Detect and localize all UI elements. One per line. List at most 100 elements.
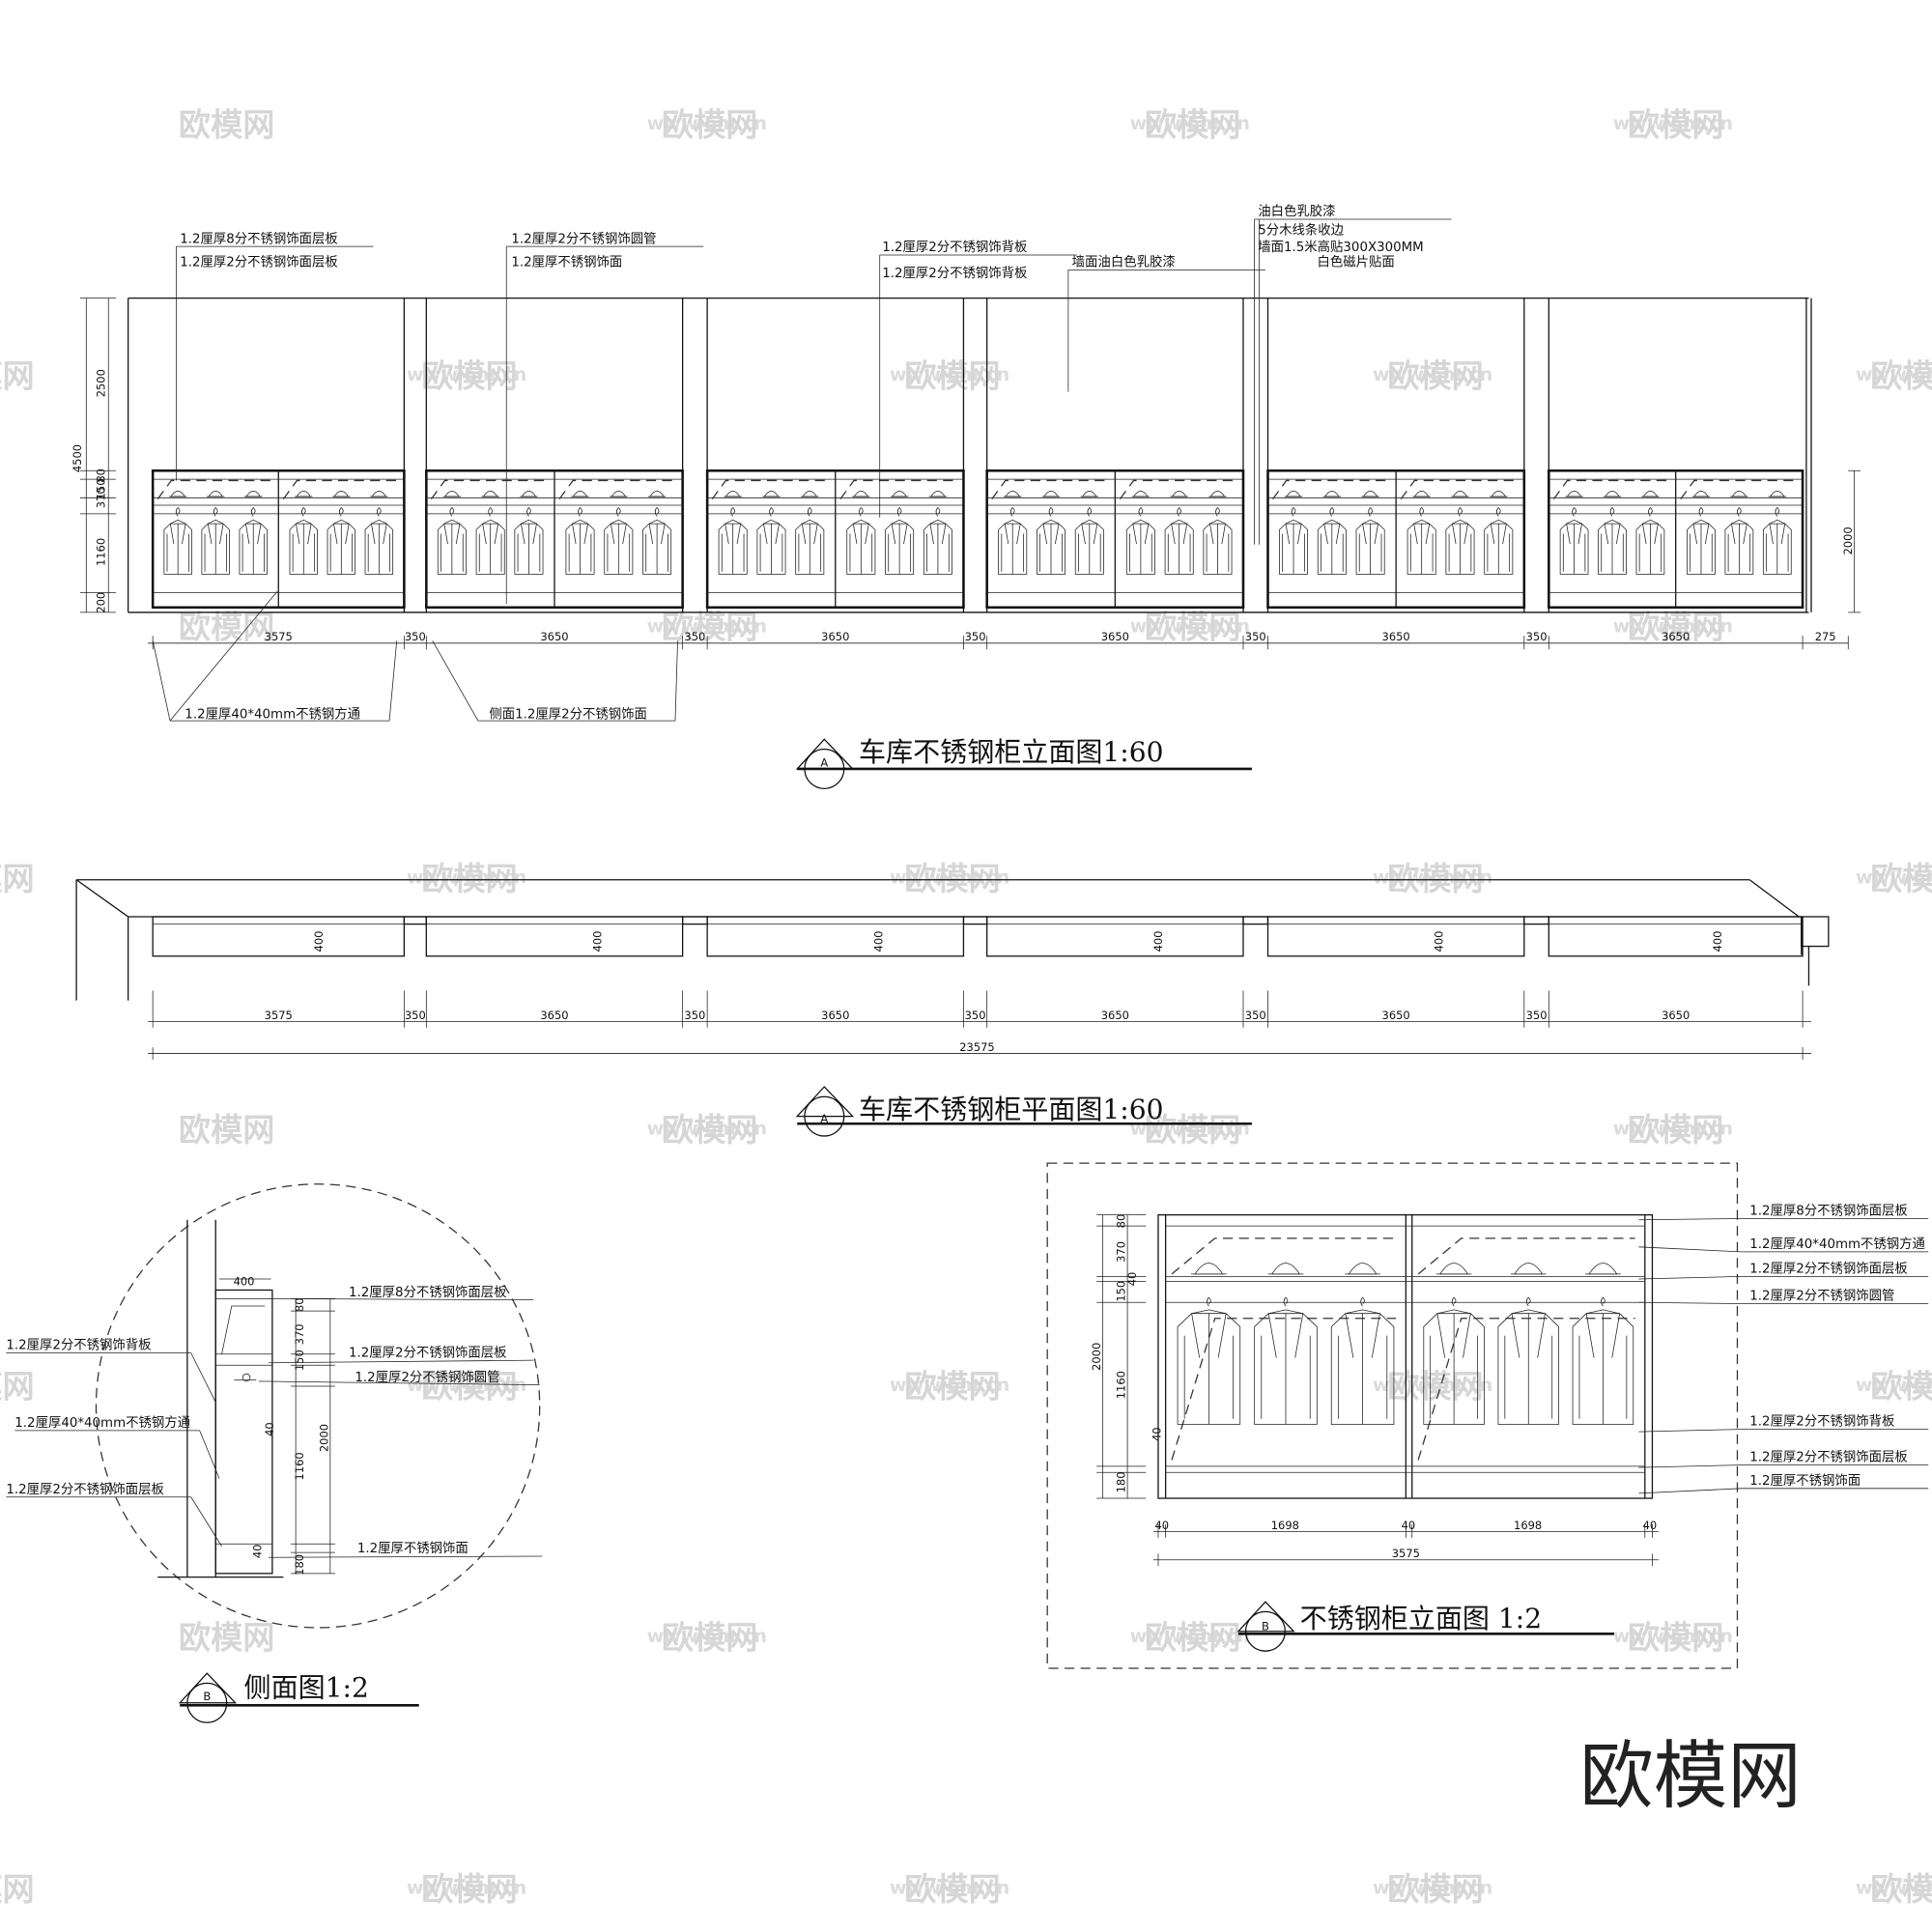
watermark-text: 欧模网 <box>1387 860 1483 897</box>
dimension-total: 23575 <box>959 1040 994 1054</box>
watermark-text: 欧模网 <box>179 609 274 646</box>
dimension-label: 40 <box>250 1545 264 1559</box>
section-marker <box>804 1095 845 1137</box>
drawing-title: 车库不锈钢柜立面图1:60 <box>859 736 1163 768</box>
hat-icon <box>571 491 589 497</box>
watermark-text: 欧模网 <box>1387 1870 1483 1908</box>
watermark-text: 欧模网 <box>904 1367 1000 1405</box>
coat-icon <box>1317 506 1347 575</box>
dimension-label: 350 <box>965 630 986 643</box>
coat-icon <box>885 506 915 575</box>
callout-note: 5分木线条收边 <box>1258 221 1344 238</box>
watermark-text: 欧模网 <box>1145 609 1240 646</box>
watermark-text: 欧模网 <box>662 1619 757 1657</box>
watermark-url: www.om.cn <box>1373 867 1492 889</box>
coat-icon <box>1203 506 1233 575</box>
watermark-url: www.om.cn <box>1130 112 1250 134</box>
watermark-text: 欧模网 <box>662 609 757 646</box>
dimension-label: 400 <box>871 931 885 952</box>
watermark-url: www.om.cn <box>1856 1374 1932 1396</box>
callout-note: 1.2厘厚8分不锈钢饰面层板 <box>1749 1204 1908 1219</box>
dimension-label: 400 <box>1433 931 1446 952</box>
hat-icon <box>1730 491 1748 497</box>
dimension-label: 3650 <box>1382 630 1410 643</box>
dimension-label: 3650 <box>1662 630 1690 643</box>
hat-icon <box>1267 1263 1304 1275</box>
watermark-url: www.om.cn <box>890 1374 1009 1396</box>
coat-icon <box>1484 506 1514 575</box>
drawing-title: 不锈钢柜立面图 1:2 <box>1300 1603 1542 1634</box>
dimension-label: 275 <box>1815 630 1836 643</box>
marker-letter: A <box>820 1112 828 1125</box>
hat-icon <box>1041 491 1061 497</box>
dimension-label: 350 <box>405 630 426 643</box>
callout-note: 1.2厘厚不锈钢饰面 <box>511 255 622 270</box>
hat-icon <box>481 491 499 497</box>
hat-icon <box>1565 491 1583 497</box>
callout-note: 墙面1.5米高贴300X300MM <box>1258 239 1423 255</box>
coat-icon <box>1125 506 1155 575</box>
callout-note: 墙面油白色乳胶漆 <box>1072 254 1176 270</box>
coat-icon <box>1572 1296 1634 1425</box>
hat-icon <box>1208 491 1227 497</box>
coat-icon <box>795 506 825 575</box>
hat-icon <box>890 491 909 497</box>
dimension-label: 370 <box>293 1323 306 1345</box>
watermark-text: 欧模网 <box>179 1619 274 1657</box>
watermark-text: 欧模网 <box>904 357 1000 395</box>
hat-icon <box>852 491 870 497</box>
watermark-url: www.om.cn <box>1856 363 1932 385</box>
watermark-text: 欧模网 <box>179 1111 274 1149</box>
callout-note: 1.2厘厚不锈钢饰面 <box>357 1541 469 1556</box>
hat-icon <box>1080 491 1098 497</box>
coat-icon <box>998 506 1028 575</box>
coat-icon <box>756 506 786 575</box>
callout-note: 1.2厘厚2分不锈钢饰面层板 <box>6 1482 164 1497</box>
callout-note: 1.2厘厚2分不锈钢饰背板 <box>1749 1414 1894 1430</box>
coat-icon <box>642 506 672 575</box>
watermark-text: 欧模网 <box>1628 1619 1723 1657</box>
coat-icon <box>1279 506 1309 575</box>
dimension-label: 2000 <box>1841 526 1855 554</box>
callout-note: 1.2厘厚2分不锈钢饰背板 <box>6 1338 151 1353</box>
coat-icon <box>289 506 318 575</box>
dimension-label: 400 <box>590 931 604 952</box>
watermark-url: www.om.cn <box>407 867 526 889</box>
section-marker <box>186 1682 228 1723</box>
coat-icon <box>475 506 505 575</box>
callout-note: 1.2厘厚8分不锈钢饰面层板 <box>349 1285 507 1300</box>
dimension-label: 40 <box>263 1422 276 1436</box>
coat-icon <box>1355 506 1385 575</box>
hat-icon <box>724 491 742 497</box>
dimension-label: 400 <box>1151 931 1165 952</box>
coat-icon <box>1497 1296 1559 1425</box>
dimension-label: 150 <box>94 478 107 499</box>
callout-note: 1.2厘厚40*40mm不锈钢方通 <box>185 707 360 723</box>
hat-icon <box>370 491 388 497</box>
hat-icon <box>1641 491 1660 497</box>
watermark-text: 欧模网 <box>421 1367 517 1405</box>
coat-icon <box>1559 506 1589 575</box>
hat-icon <box>1585 1263 1621 1275</box>
callout-note: 1.2厘厚2分不锈钢饰面层板 <box>1749 1262 1908 1277</box>
watermark-url: www.om.cn <box>890 867 1009 889</box>
watermark-url: www.om.cn <box>890 363 1009 385</box>
dimension-label: 350 <box>684 630 705 643</box>
dimension-label: 4500 <box>71 444 84 472</box>
dimension-label: 3575 <box>265 630 293 643</box>
watermark-text: 欧模网 <box>1145 105 1240 143</box>
coat-icon <box>1635 506 1665 575</box>
dimension-label: 40 <box>1125 1272 1139 1287</box>
coat-icon <box>1330 1296 1395 1425</box>
watermark-url: www.om.cn <box>1613 112 1733 134</box>
plan-cabinet: 400 <box>1266 916 1525 957</box>
watermark-text: 欧模网 <box>0 357 35 395</box>
dimension-label: 3650 <box>1382 1009 1410 1022</box>
hat-icon <box>244 491 263 497</box>
dimension-label: 180 <box>293 1554 306 1576</box>
hat-icon <box>1691 491 1711 497</box>
watermark-url: www.om.cn <box>407 1374 526 1396</box>
watermark-text: 欧模网 <box>0 1367 35 1405</box>
